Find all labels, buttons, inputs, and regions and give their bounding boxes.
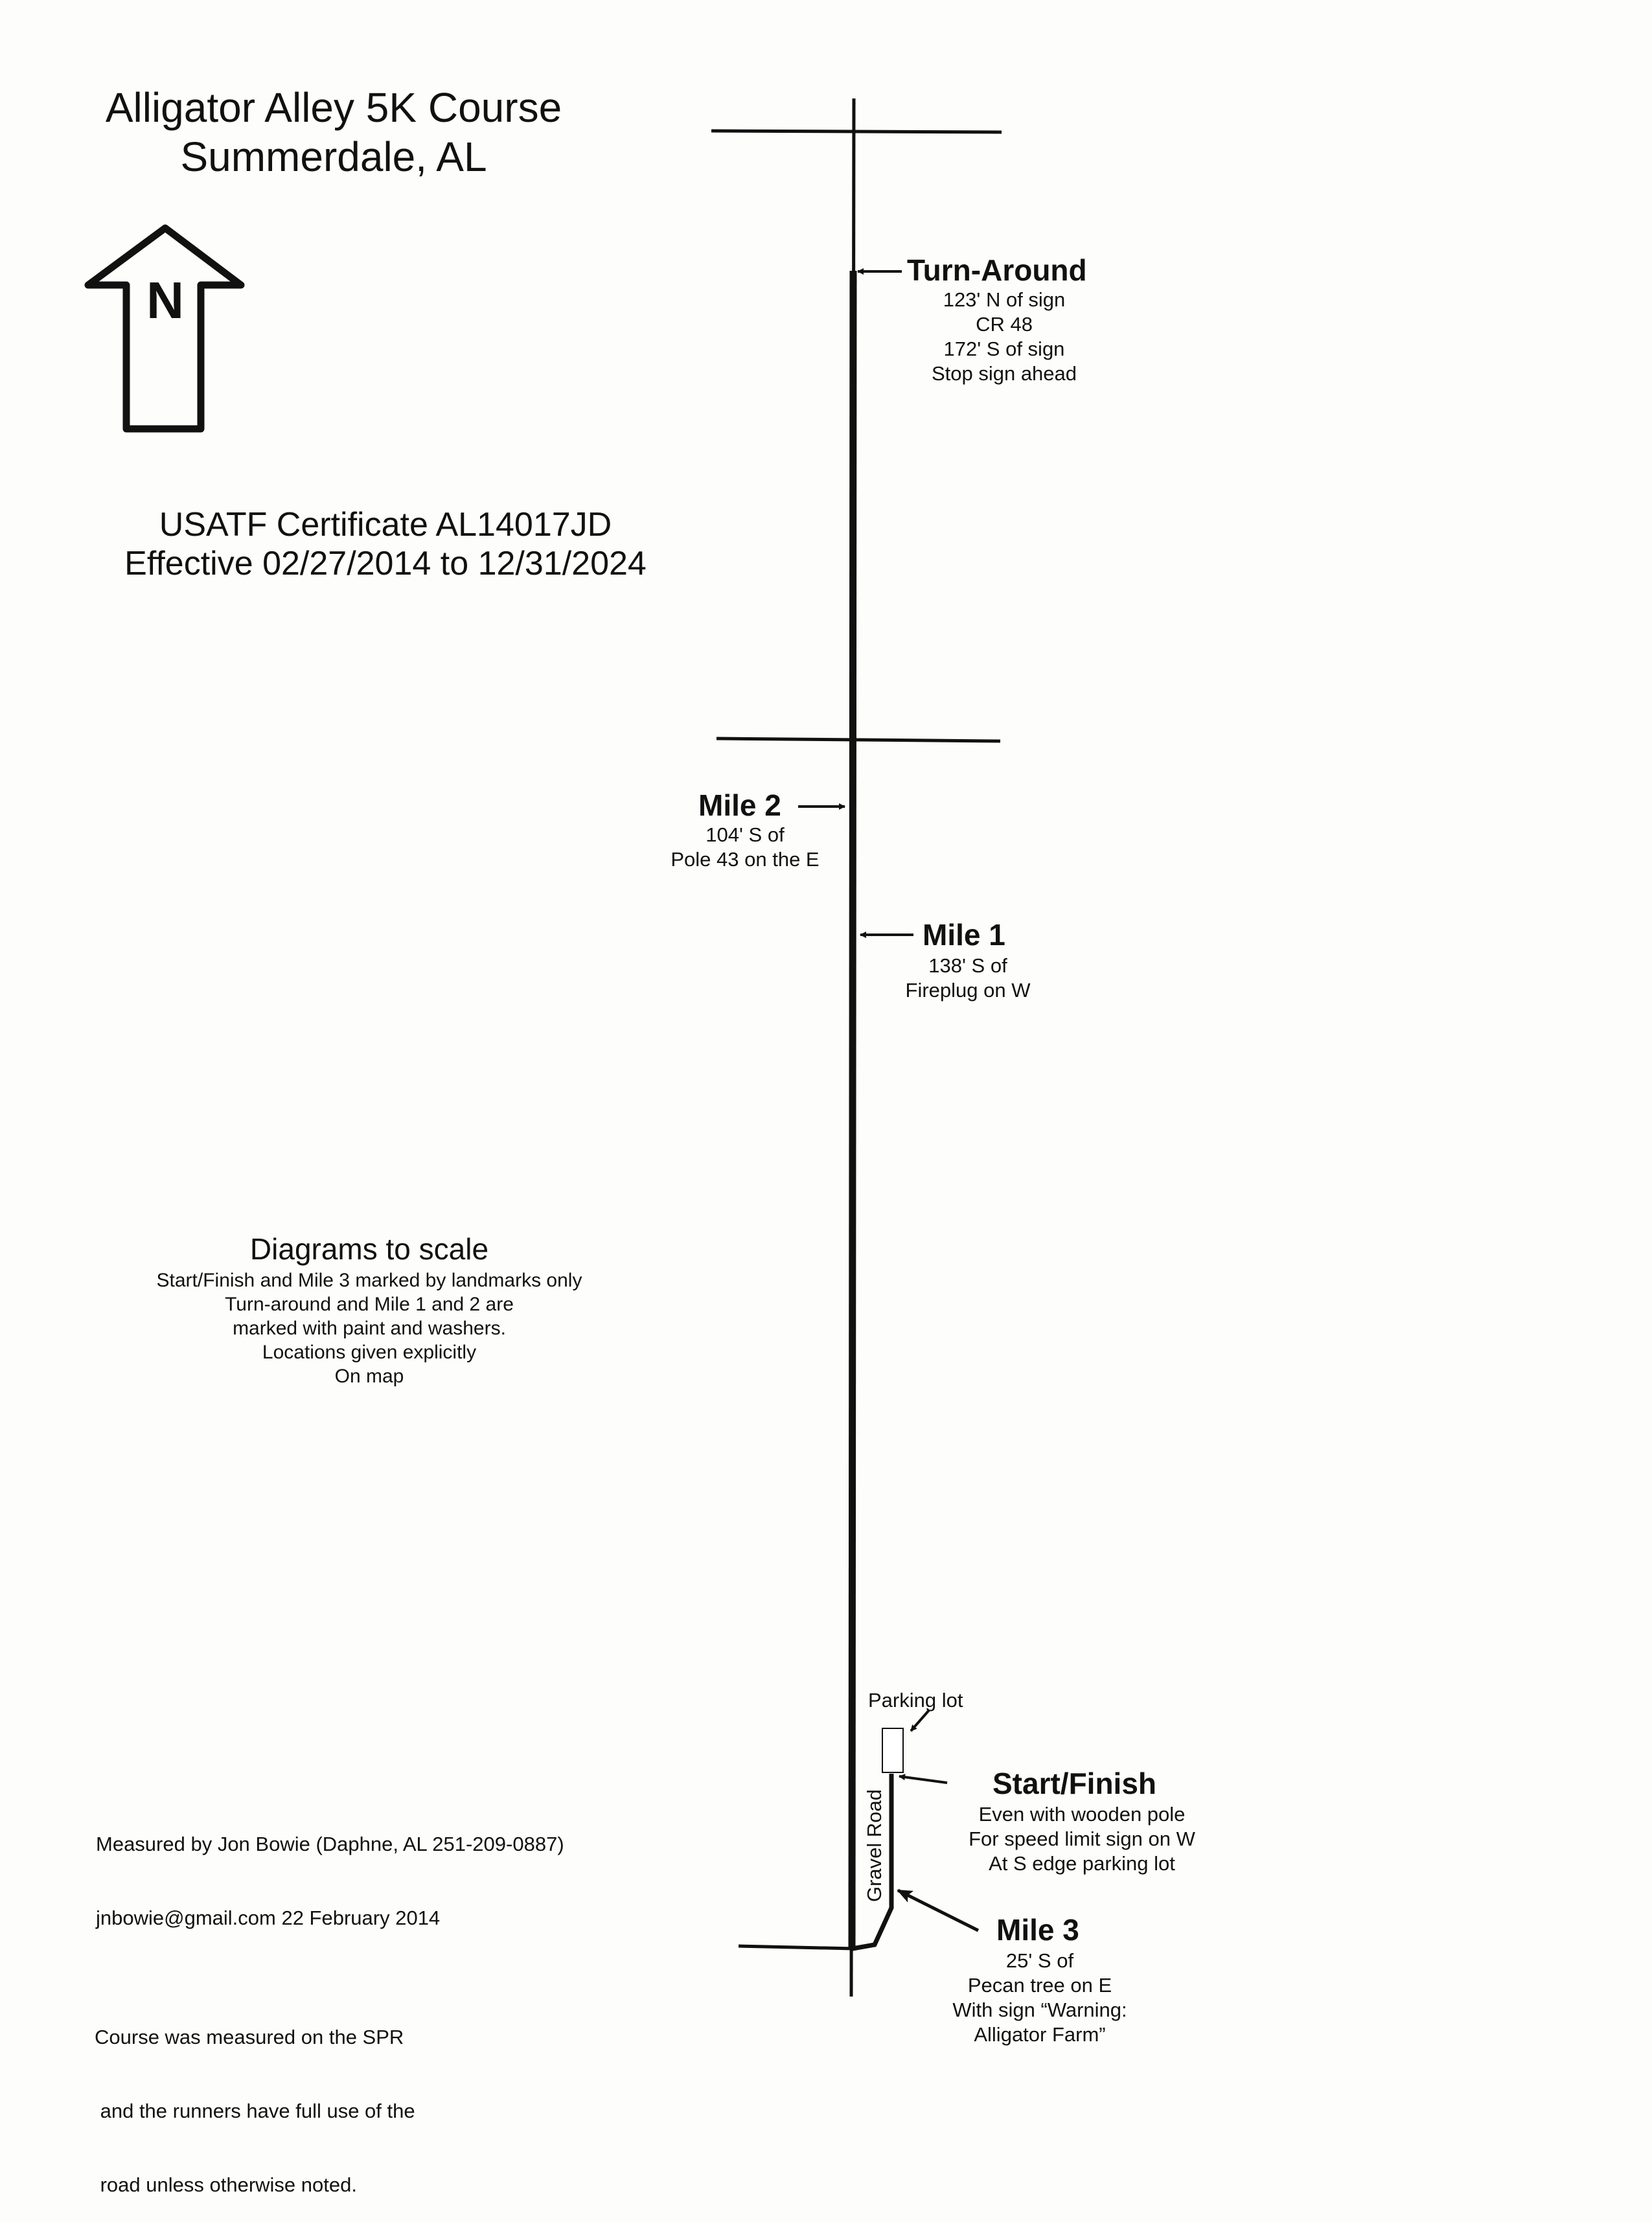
measured-by-line-2: jnbowie@gmail.com 22 February 2014	[96, 1907, 441, 1929]
certificate-number: USATF Certificate AL14017JD	[159, 506, 612, 544]
gravel-road	[852, 1774, 894, 1951]
course-note-line-2: and the runners have full use of the	[95, 2100, 415, 2122]
parking-lot-arrow	[910, 1709, 930, 1732]
scale-note-line: Start/Finish and Mile 3 marked by landma…	[156, 1270, 582, 1291]
start-finish-detail: For speed limit sign on W	[969, 1827, 1195, 1850]
north-label: N	[146, 271, 184, 329]
cross-road-middle	[716, 737, 1001, 743]
cross-road-north	[711, 129, 1002, 134]
gravel-road-label: Gravel Road	[863, 1789, 886, 1902]
mile2-heading: Mile 2	[698, 788, 781, 822]
scale-notes: Start/Finish and Mile 3 marked by landma…	[91, 1268, 648, 1388]
scale-note-line: Locations given explicitly	[262, 1342, 477, 1363]
measured-by: Measured by Jon Bowie (Daphne, AL 251-20…	[96, 1783, 564, 1955]
turnaround-detail: CR 48	[976, 313, 1033, 336]
mile2-details: 104' S of Pole 43 on the E	[648, 823, 842, 872]
scale-note-line: marked with paint and washers.	[233, 1318, 506, 1339]
certificate-block: USATF Certificate AL14017JD Effective 02…	[78, 505, 693, 583]
turnaround-detail: Stop sign ahead	[931, 362, 1077, 385]
scale-note-line: On map	[334, 1366, 404, 1387]
course-note-line-3: road unless otherwise noted.	[95, 2173, 357, 2196]
north-arrow-icon	[84, 224, 245, 433]
map-title: Alligator Alley 5K Course Summerdale, AL	[58, 83, 609, 181]
turnaround-marker: Turn-Around	[907, 253, 1087, 288]
mile3-detail: With sign “Warning:	[952, 1999, 1127, 2021]
course-map	[84, 98, 1002, 1997]
parking-lot-box	[882, 1728, 904, 1773]
mile1-heading: Mile 1	[923, 918, 1005, 952]
mile3-heading: Mile 3	[996, 1913, 1079, 1947]
scale-note-line: Turn-around and Mile 1 and 2 are	[225, 1294, 514, 1315]
mile1-detail: 138' S of	[928, 954, 1007, 977]
course-note-line-1: Course was measured on the SPR	[95, 2026, 404, 2048]
mile2-detail: Pole 43 on the E	[671, 848, 820, 871]
mile3-detail: Alligator Farm”	[974, 2023, 1106, 2046]
start-finish-arrow	[899, 1774, 948, 1784]
mile3-detail: 25' S of	[1005, 1949, 1074, 1972]
turnaround-heading: Turn-Around	[907, 253, 1087, 287]
mile3-details: 25' S of Pecan tree on E With sign “Warn…	[933, 1949, 1147, 2047]
mile1-details: 138' S of Fireplug on W	[871, 954, 1065, 1003]
turnaround-detail: 172' S of sign	[943, 338, 1065, 360]
mile3-detail: Pecan tree on E	[967, 1974, 1112, 1997]
scale-heading: Diagrams to scale	[249, 1232, 489, 1266]
start-finish-details: Even with wooden pole For speed limit si…	[946, 1802, 1218, 1876]
start-finish-detail: Even with wooden pole	[978, 1803, 1186, 1826]
course-route	[848, 270, 857, 1951]
certificate-dates: Effective 02/27/2014 to 12/31/2024	[124, 545, 647, 582]
start-finish-heading: Start/Finish	[992, 1767, 1157, 1800]
cross-road-south	[738, 1944, 855, 1951]
turnaround-detail: 123' N of sign	[943, 288, 1066, 311]
course-note: Course was measured on the SPR and the r…	[95, 1976, 415, 2222]
title-line-2: Summerdale, AL	[180, 133, 487, 180]
measured-by-line-1: Measured by Jon Bowie (Daphne, AL 251-20…	[96, 1833, 564, 1855]
parking-lot-label: Parking lot	[868, 1689, 963, 1712]
title-line-1: Alligator Alley 5K Course	[105, 84, 562, 131]
mile2-detail: 104' S of	[706, 823, 785, 846]
mile3-arrow	[897, 1888, 980, 1932]
turnaround-details: 123' N of sign CR 48 172' S of sign Stop…	[894, 288, 1114, 386]
start-finish-detail: At S edge parking lot	[989, 1852, 1175, 1875]
mile1-detail: Fireplug on W	[905, 979, 1031, 1002]
